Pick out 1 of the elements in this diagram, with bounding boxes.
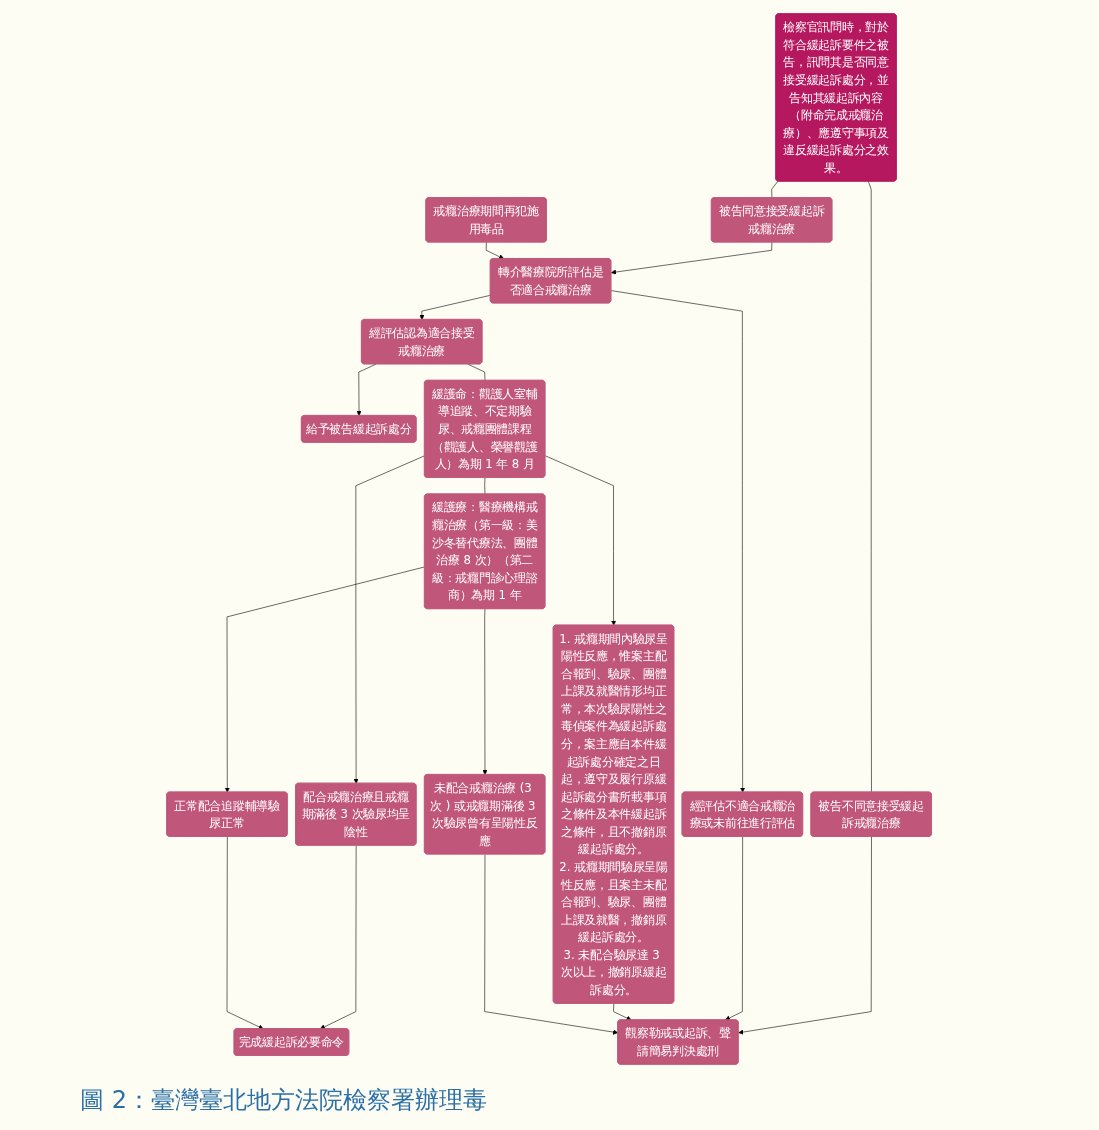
figure-caption: 圖 2：臺灣臺北地方法院檢察署辦理毒 <box>79 1085 488 1116</box>
